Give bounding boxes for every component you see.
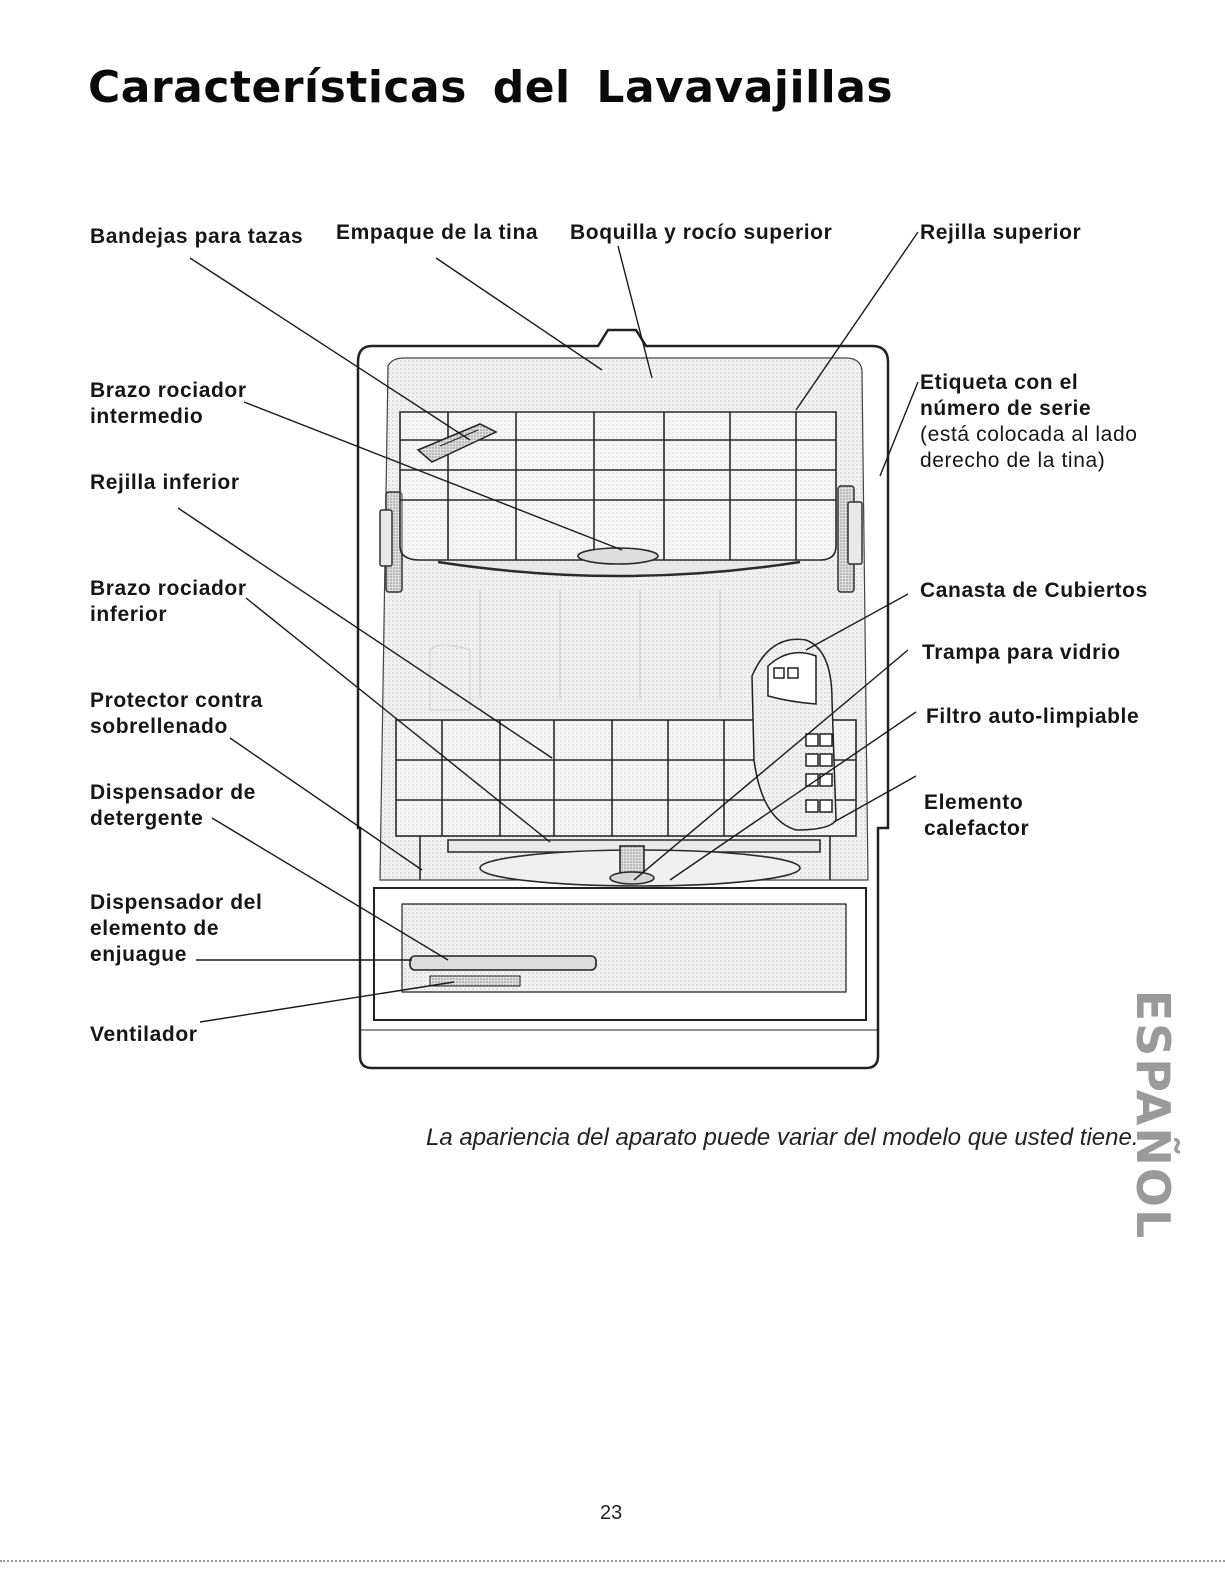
label-detergent-dispenser: Dispensador de detergente — [90, 780, 256, 832]
label-cup-shelves: Bandejas para tazas — [90, 225, 304, 248]
label-rinse-line2: elemento de — [90, 917, 220, 940]
rack-rails — [379, 485, 863, 593]
label-lower-spray-arm-line1: Brazo rociador — [90, 577, 247, 600]
label-self-cleaning-filter: Filtro auto-limpiable — [926, 705, 1140, 728]
label-detergent-line1: Dispensador de — [90, 781, 256, 804]
label-serial-line2: número de serie — [920, 397, 1092, 420]
label-overfill-line1: Protector contra — [90, 689, 263, 712]
page-title: Características del Lavavajillas — [88, 62, 894, 113]
label-lower-rack: Rejilla inferior — [90, 471, 240, 494]
silverware-basket-drawing — [751, 638, 837, 831]
label-vent: Ventilador — [90, 1023, 198, 1046]
label-middle-spray-arm: Brazo rociador intermedio — [90, 378, 247, 430]
door-drawing — [360, 887, 878, 1031]
language-side-tab: ESPAÑOL — [1126, 990, 1180, 1241]
label-overfill-protector: Protector contra sobrellenado — [90, 688, 263, 740]
callout-leader-lines — [177, 231, 919, 1023]
label-rinse-line3: enjuague — [90, 943, 187, 966]
label-silverware-basket: Canasta de Cubiertos — [920, 579, 1148, 602]
label-upper-nozzle: Boquilla y rocío superior — [570, 221, 833, 244]
label-serial-note-line1: (está colocada al lado — [920, 423, 1138, 446]
label-middle-spray-arm-line2: intermedio — [90, 405, 204, 428]
label-upper-rack: Rejilla superior — [920, 221, 1082, 244]
label-heater-line2: calefactor — [924, 817, 1030, 840]
tub-outline — [356, 328, 890, 1070]
label-heater-line1: Elemento — [924, 791, 1024, 814]
appearance-disclaimer: La apariencia del aparato puede variar d… — [426, 1124, 1139, 1151]
page-bottom-rule — [0, 1560, 1225, 1562]
upper-rack-drawing — [399, 411, 837, 578]
tub-back-drawing — [429, 590, 721, 711]
label-heating-element: Elemento calefactor — [924, 790, 1029, 842]
label-rinse-aid-dispenser: Dispensador del elemento de enjuague — [90, 890, 262, 968]
label-serial-number: Etiqueta con el número de serie (está co… — [920, 370, 1138, 474]
label-glass-trap: Trampa para vidrio — [922, 641, 1121, 664]
lower-spray-arm-drawing — [479, 845, 801, 887]
label-detergent-line2: detergente — [90, 807, 204, 830]
label-middle-spray-arm-line1: Brazo rociador — [90, 379, 247, 402]
label-lower-spray-arm-line2: inferior — [90, 603, 168, 626]
language-side-tab-text: ESPAÑOL — [1126, 989, 1180, 1241]
page-number: 23 — [600, 1502, 623, 1524]
label-serial-note-line2: derecho de la tina) — [920, 449, 1106, 472]
label-overfill-line2: sobrellenado — [90, 715, 228, 738]
label-tub-gasket: Empaque de la tina — [336, 221, 539, 244]
label-lower-spray-arm: Brazo rociador inferior — [90, 576, 247, 628]
label-serial-line1: Etiqueta con el — [920, 371, 1079, 394]
label-rinse-line1: Dispensador del — [90, 891, 263, 914]
